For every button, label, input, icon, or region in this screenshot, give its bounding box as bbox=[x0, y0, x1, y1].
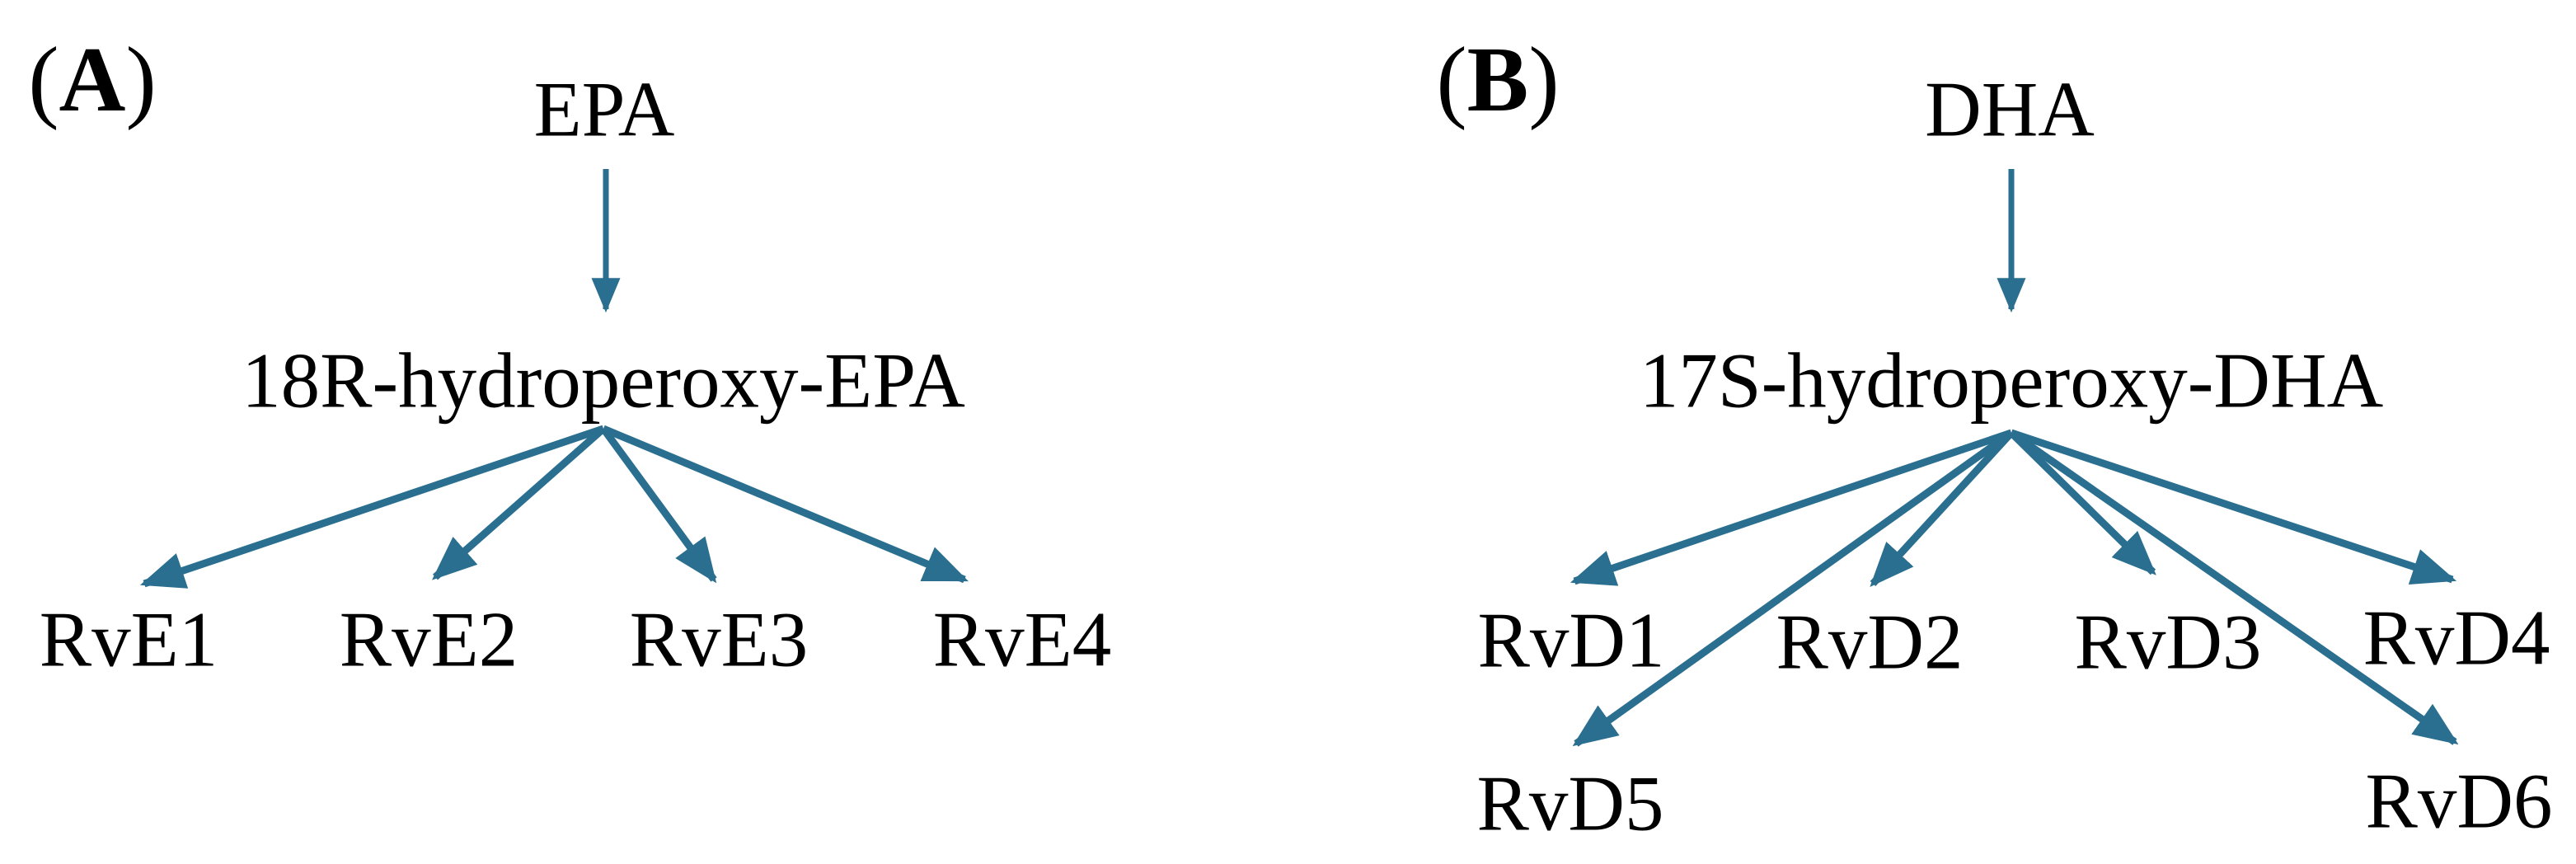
node-rvd5: RvD5 bbox=[1476, 759, 1664, 848]
node-rvd6: RvD6 bbox=[2365, 757, 2553, 845]
arrow-18r-to-rve4 bbox=[602, 425, 969, 584]
panel-b-close-paren: ) bbox=[1528, 29, 1560, 131]
arrow-17s-to-rvd6 bbox=[2009, 430, 2459, 745]
node-rvd4: RvD4 bbox=[2363, 594, 2550, 682]
panel-a-label: (A) bbox=[28, 34, 156, 126]
node-dha: DHA bbox=[1925, 65, 2095, 153]
arrow-18r-to-rve3 bbox=[600, 426, 717, 584]
node-epa: EPA bbox=[533, 65, 675, 153]
node-17s-hydroperoxy-dha: 17S-hydroperoxy-DHA bbox=[1639, 336, 2384, 425]
arrow-17s-to-rvd2 bbox=[1870, 430, 2015, 587]
node-rve3: RvE3 bbox=[629, 595, 809, 683]
panel-a-open-paren: ( bbox=[28, 29, 59, 131]
node-rve2: RvE2 bbox=[339, 595, 518, 683]
arrow-17s-to-rvd3 bbox=[2008, 430, 2156, 575]
arrow-17s-to-rvd4 bbox=[2010, 429, 2457, 585]
panel-b-label: (B) bbox=[1436, 34, 1559, 126]
panel-a-close-paren: ) bbox=[125, 29, 157, 131]
node-rve4: RvE4 bbox=[932, 595, 1112, 683]
node-rvd2: RvD2 bbox=[1776, 598, 1964, 686]
panel-b-open-paren: ( bbox=[1436, 29, 1467, 131]
arrow-18r-to-rve1 bbox=[139, 425, 605, 589]
node-rve1: RvE1 bbox=[39, 595, 218, 683]
arrow-17s-to-rvd1 bbox=[1570, 429, 2013, 586]
panel-b-letter: B bbox=[1466, 29, 1529, 131]
node-18r-hydroperoxy-epa: 18R-hydroperoxy-EPA bbox=[242, 336, 965, 425]
node-rvd1: RvD1 bbox=[1477, 596, 1665, 684]
arrow-17s-to-rvd5 bbox=[1572, 430, 2014, 747]
arrow-18r-to-rve2 bbox=[431, 425, 606, 580]
node-rvd3: RvD3 bbox=[2074, 598, 2262, 686]
panel-a-letter: A bbox=[59, 29, 126, 131]
